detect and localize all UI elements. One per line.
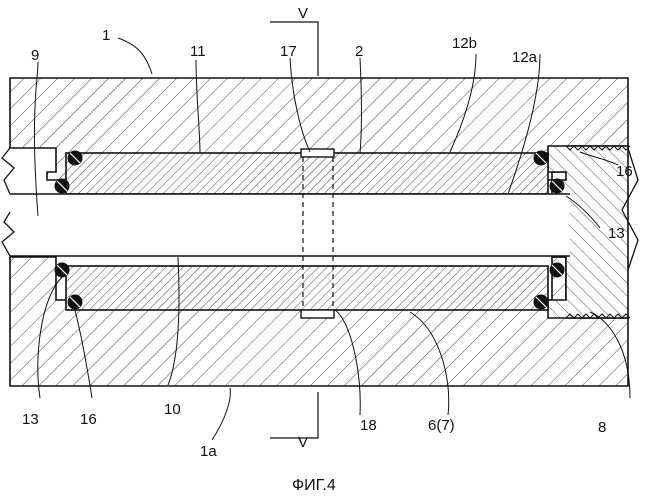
break-line-left [2,148,14,194]
label-12a: 12a [512,49,538,66]
section-mark-top: V [298,5,308,22]
label-16-left: 16 [80,411,97,428]
label-13-right: 13 [608,225,625,242]
sleeve-lower [66,266,548,310]
label-18: 18 [360,417,377,434]
sleeve-upper [66,153,548,194]
label-16-right: 16 [616,163,633,180]
label-11: 11 [190,43,206,60]
label-1: 1 [102,27,110,44]
label-17: 17 [280,43,297,60]
label-10: 10 [164,401,181,418]
label-9: 9 [31,47,39,64]
section-mark-bottom: V [298,434,308,451]
label-12b: 12b [452,35,477,52]
pin-18 [301,310,334,318]
pin-17 [301,149,334,157]
label-6-7: 6(7) [428,417,455,434]
label-2: 2 [355,43,363,60]
bore-10 [10,194,570,256]
label-13-left: 13 [22,411,39,428]
label-1a: 1a [200,443,217,460]
label-8: 8 [598,419,606,436]
figure-caption: ФИГ.4 [292,477,336,494]
